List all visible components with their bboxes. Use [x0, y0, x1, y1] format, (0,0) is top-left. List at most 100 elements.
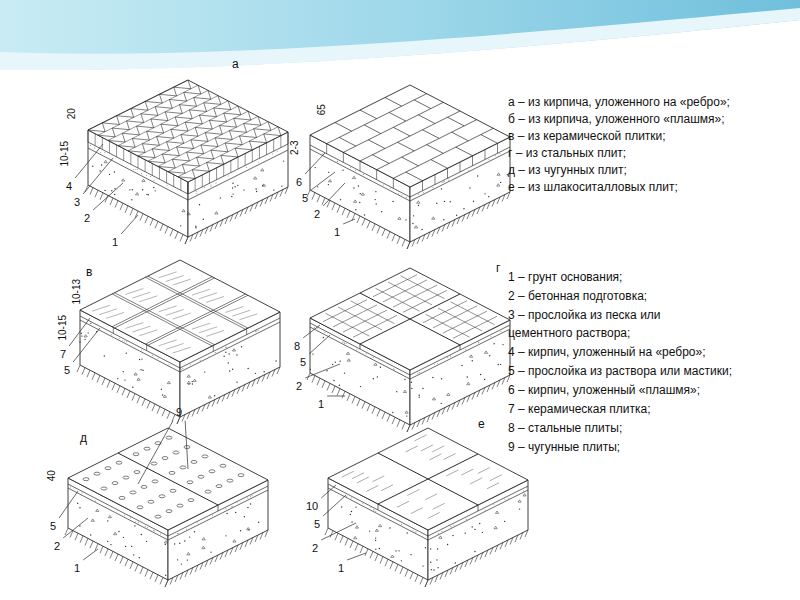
sand-dot	[70, 486, 72, 488]
drawing-line	[427, 415, 430, 422]
sand-dot	[225, 346, 227, 348]
drawing-line	[148, 276, 248, 328]
sand-dot	[144, 526, 146, 528]
dimension-text: 10-13	[71, 279, 83, 305]
drawing-line	[161, 117, 178, 126]
drawing-line	[205, 560, 208, 567]
drawing-face	[137, 378, 140, 380]
drawing-line	[460, 162, 461, 172]
concrete-dot	[469, 187, 470, 188]
sand-dot	[499, 152, 501, 154]
drawing-line	[360, 110, 377, 119]
drawing-line	[327, 94, 427, 144]
concrete-dot	[456, 215, 457, 216]
drawing-line	[87, 370, 90, 377]
drawing-line	[123, 149, 124, 161]
concrete-dot	[232, 183, 233, 184]
drawing-line	[206, 330, 224, 336]
sand-dot	[251, 495, 253, 497]
drawing-line	[270, 195, 273, 202]
concrete-dot	[79, 525, 80, 526]
drawing-line	[82, 368, 85, 375]
concrete-dot	[376, 203, 377, 204]
callout-number: 5	[50, 520, 56, 533]
concrete-dot	[255, 188, 256, 189]
drawing-line	[130, 152, 131, 164]
drawing-line	[350, 541, 353, 548]
drawing-line	[487, 385, 490, 392]
drawing-line	[113, 327, 114, 333]
drawing-line	[180, 178, 181, 190]
sand-dot	[363, 174, 365, 176]
concrete-dot	[123, 537, 124, 538]
drawing-line	[250, 205, 253, 212]
drawing-line	[122, 126, 139, 135]
drawing-line	[179, 98, 196, 107]
drawing-line	[312, 193, 315, 200]
drawing-line	[131, 101, 148, 110]
drawing-line	[242, 385, 245, 392]
drawing-line	[139, 330, 157, 336]
concrete-dot	[411, 388, 412, 389]
drawing-line	[85, 538, 88, 545]
sand-dot	[372, 356, 374, 358]
cast-iron-boss	[162, 457, 168, 460]
concrete-dot	[443, 219, 444, 220]
concrete-dot	[180, 225, 181, 226]
drawing-line	[170, 578, 173, 585]
drawing-line	[90, 541, 93, 548]
drawing-line	[232, 390, 235, 397]
sand-dot	[356, 348, 358, 350]
drawing-line	[265, 197, 268, 204]
drawing-line	[481, 135, 498, 144]
sand-dot	[153, 179, 155, 181]
concrete-dot	[310, 369, 311, 370]
drawing-face	[361, 193, 364, 195]
drawing-line	[202, 405, 205, 412]
drawing-line	[465, 560, 468, 567]
drawing-line	[412, 423, 415, 430]
drawing-line	[230, 161, 231, 173]
drawing-line	[137, 119, 154, 128]
drawing-face	[495, 511, 498, 513]
drawing-line	[106, 312, 124, 318]
sand-dot	[405, 196, 407, 198]
sand-dot	[437, 362, 439, 364]
drawing-line	[173, 347, 191, 353]
concrete-dot	[131, 546, 132, 547]
sand-dot	[231, 505, 233, 507]
leader-line	[305, 153, 325, 174]
sand-dot	[447, 180, 449, 182]
concrete-dot	[229, 370, 230, 371]
sand-dot	[199, 359, 201, 361]
cast-iron-boss	[119, 496, 125, 499]
sand-dot	[133, 169, 135, 171]
leader-line	[323, 183, 345, 206]
drawing-line	[165, 580, 168, 587]
sand-dot	[500, 331, 502, 333]
drawing-face	[187, 553, 190, 555]
drawing-line	[115, 201, 118, 208]
drawing-line	[402, 239, 405, 246]
drawing-line	[130, 562, 133, 569]
concrete-dot	[328, 184, 329, 185]
drawing-line	[477, 390, 480, 397]
sand-dot	[247, 497, 249, 499]
drawing-line	[421, 445, 433, 451]
concrete-dot	[381, 211, 382, 212]
concrete-dot	[225, 352, 226, 353]
drawing-line	[388, 282, 432, 305]
drawing-line	[462, 215, 465, 222]
dimension-text: 65	[316, 104, 328, 115]
drawing-line	[432, 413, 435, 420]
concrete-dot	[418, 205, 419, 206]
sand-dot	[227, 175, 229, 177]
drawing-face	[391, 555, 394, 557]
cast-iron-boss	[191, 460, 197, 463]
sand-dot	[526, 487, 528, 489]
legend-line: в – из керамической плитки;	[508, 127, 666, 145]
concrete-dot	[192, 381, 193, 382]
drawing-line	[317, 195, 320, 202]
drawing-line	[342, 391, 345, 398]
